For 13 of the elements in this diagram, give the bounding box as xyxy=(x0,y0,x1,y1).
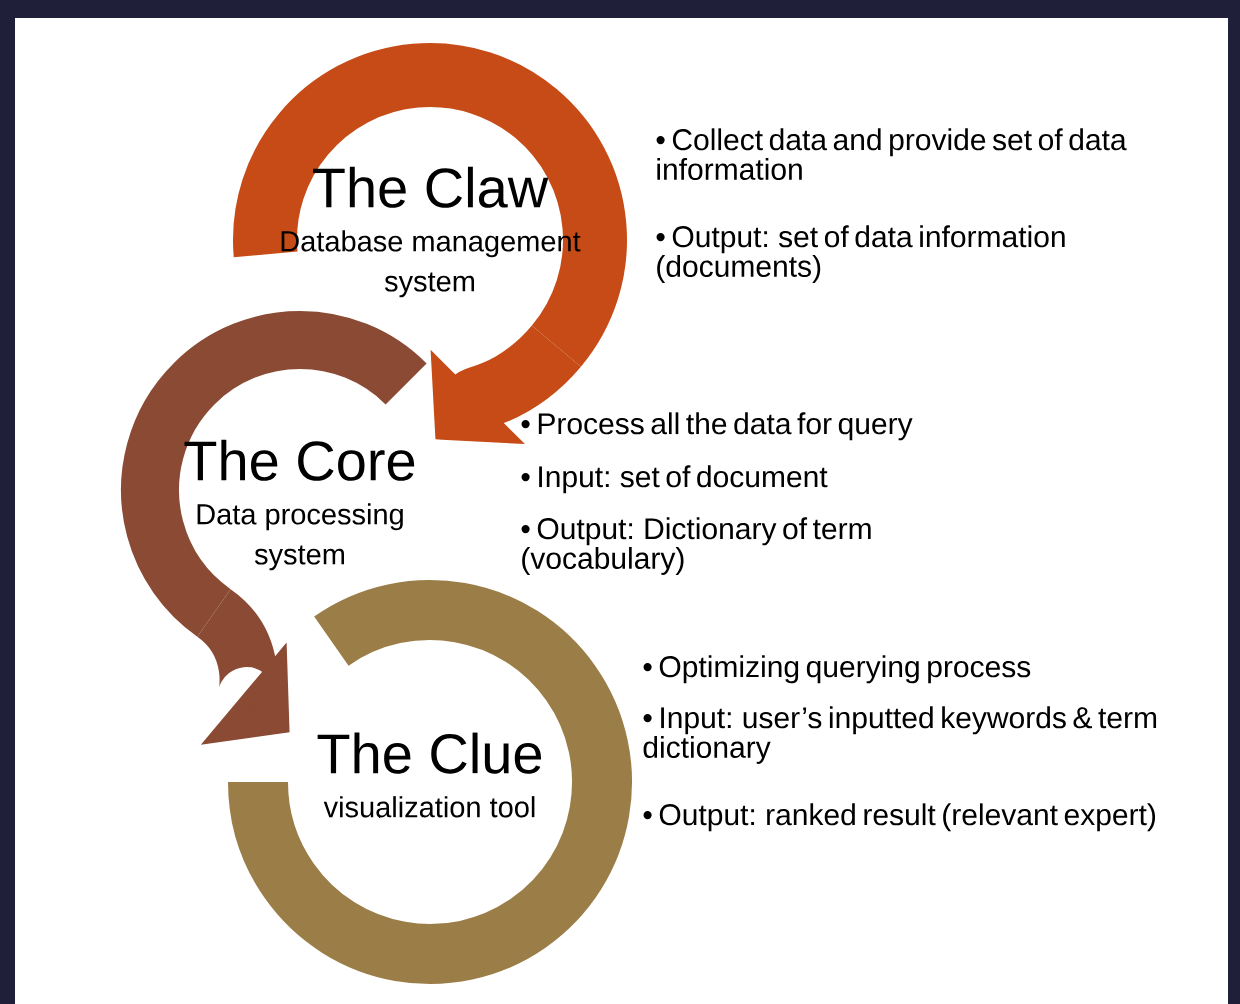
bullet-item: • Collect data and provide set of data information xyxy=(656,128,1127,180)
bullet-item: • Optimizing querying process xyxy=(643,655,1031,684)
bullet-item: • Input: user’s inputted keywords & term dictionary xyxy=(643,706,1157,764)
node-title: The Clue xyxy=(317,732,542,774)
bullet-item: • Output: Dictionary of term (vocabulary) xyxy=(521,517,871,575)
node-subtitle: Data processing system xyxy=(197,503,403,571)
bullet-item: • Process all the data for query xyxy=(521,412,913,441)
node-title: The Claw xyxy=(313,166,549,208)
bullet-item: • Output: set of data information (documents) xyxy=(656,225,1065,283)
node-subtitle: visualization tool xyxy=(323,796,535,818)
bullet-item: • Output: ranked result (relevant expert) xyxy=(643,803,1156,832)
node-title: The Core xyxy=(184,439,415,481)
bullet-item: • Input: set of document xyxy=(521,465,828,494)
